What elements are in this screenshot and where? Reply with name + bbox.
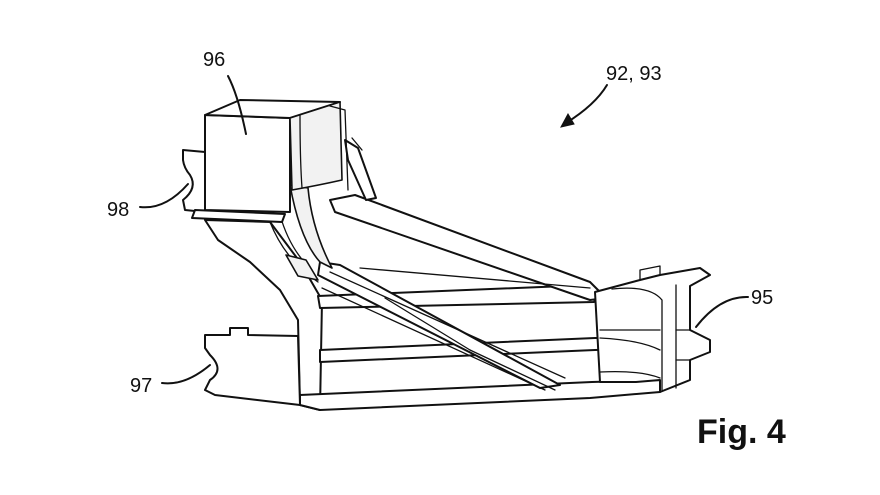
leader-96 bbox=[227, 75, 247, 135]
leader-97 bbox=[161, 364, 211, 385]
lower-clip bbox=[204, 327, 301, 406]
rear-brace bbox=[344, 139, 377, 201]
label-95: 95 bbox=[751, 287, 773, 309]
block-ledge bbox=[191, 209, 286, 223]
curved-rib bbox=[289, 184, 333, 269]
label-92-93: 92, 93 bbox=[606, 63, 662, 85]
leader-lines bbox=[139, 75, 749, 385]
bracket-drawing bbox=[182, 99, 711, 411]
bottom-rail bbox=[299, 379, 661, 411]
reference-labels: 96 92, 93 98 97 95 bbox=[107, 49, 773, 397]
leader-98 bbox=[139, 183, 189, 209]
leader-95 bbox=[695, 295, 749, 328]
upper-clip bbox=[182, 149, 206, 213]
label-98: 98 bbox=[107, 199, 129, 221]
label-97: 97 bbox=[130, 375, 152, 397]
block-side bbox=[289, 101, 343, 191]
diagonal-strut-lower bbox=[317, 261, 561, 389]
label-96: 96 bbox=[203, 49, 225, 71]
block-front bbox=[204, 114, 291, 213]
figure-title: Fig. 4 bbox=[697, 413, 786, 451]
arrowhead-icon bbox=[560, 112, 575, 128]
arrow-92-93 bbox=[565, 84, 608, 124]
